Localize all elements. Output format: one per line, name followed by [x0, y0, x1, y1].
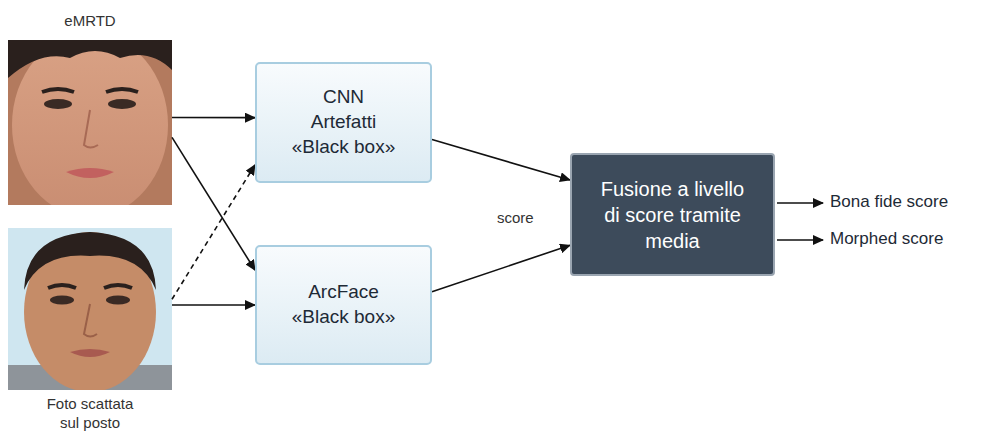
process-box: ArcFace«Black box» [255, 245, 432, 365]
box-title: Fusione a livello di score tramite media [597, 176, 748, 254]
photo-node: eMRTD [8, 40, 172, 205]
connector-arrow [172, 117, 255, 119]
photo-caption: eMRTD [40, 12, 140, 31]
live-photo [8, 228, 172, 390]
photo-caption: Foto scattata sul posto [40, 395, 140, 433]
connector-arrow [432, 245, 570, 292]
connector-arrow [172, 165, 255, 299]
score-label: score [497, 209, 534, 226]
box-text: «Black box» [292, 305, 396, 330]
box-text: «Black box» [292, 135, 396, 160]
output-arrow [777, 202, 823, 204]
passport-photo [8, 40, 172, 205]
box-title: ArcFace [294, 280, 394, 305]
photo-node: Foto scattata sul posto [8, 228, 172, 390]
fusion-box: Fusione a livello di score tramite media [570, 153, 775, 276]
output-label: Bona fide score [830, 192, 948, 212]
output-label: Morphed score [830, 229, 943, 249]
output-arrow [777, 239, 823, 241]
connector-arrow [172, 137, 255, 270]
connector-arrow [432, 139, 570, 180]
box-title: CNN Artefatti [294, 85, 394, 134]
process-box: CNN Artefatti«Black box» [255, 62, 432, 183]
connector-arrow [172, 304, 255, 306]
